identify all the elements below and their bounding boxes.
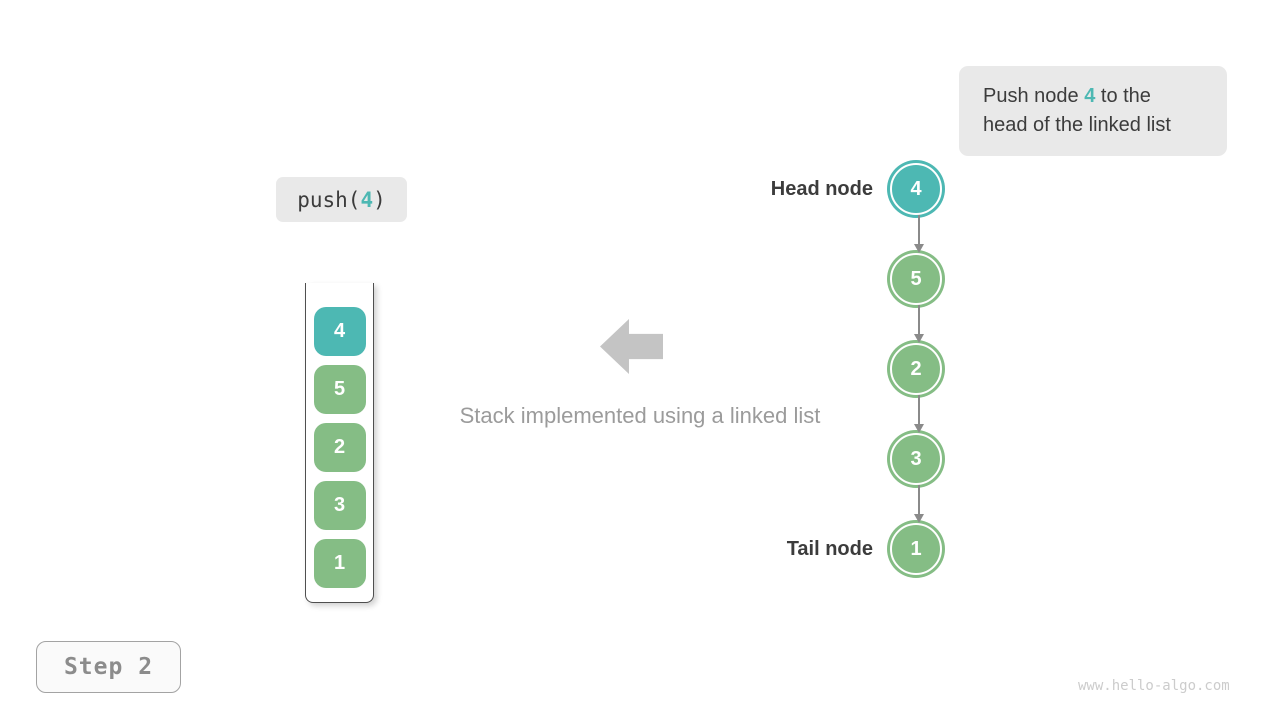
arrow-stem	[918, 395, 920, 425]
arrow-down-icon	[914, 215, 924, 253]
list-node-5: 5	[890, 253, 942, 305]
note-box: Push node 4 to the head of the linked li…	[959, 66, 1227, 156]
arrow-head	[914, 244, 924, 253]
note-line-2: head of the linked list	[983, 114, 1171, 136]
linked-list-row: Tail node 1	[713, 523, 942, 575]
step-badge: Step 2	[36, 641, 181, 693]
note-line1-value: 4	[1084, 85, 1096, 107]
operation-box: push(4)	[276, 177, 407, 222]
stack-item-2: 2	[313, 423, 366, 472]
operation-prefix: push(	[297, 187, 361, 212]
list-node-2: 2	[890, 343, 942, 395]
left-block-arrow-icon	[600, 319, 663, 374]
arrow-head	[914, 334, 924, 343]
arrow-stem	[918, 305, 920, 335]
note-line1-suffix: to the	[1095, 85, 1151, 107]
stack-item-5: 5	[313, 365, 366, 414]
watermark: www.hello-algo.com	[1078, 678, 1230, 694]
diagram-caption: Stack implemented using a linked list	[459, 403, 821, 428]
stack-item-3: 3	[313, 481, 366, 530]
stack-item-4: 4	[313, 307, 366, 356]
stack-container: 4 5 2 3 1	[305, 283, 374, 603]
stack-item-1: 1	[313, 539, 366, 588]
arrow-head	[914, 514, 924, 523]
operation-value: 4	[360, 187, 374, 212]
linked-list: Head node 4 5 2 3 Tail node 1	[713, 163, 942, 575]
head-node-label: Head node	[770, 177, 873, 200]
arrow-stem	[918, 485, 920, 515]
linked-list-row: 2	[713, 343, 942, 395]
operation-suffix: )	[373, 187, 386, 212]
list-node-1: 1	[890, 523, 942, 575]
arrow-head	[914, 424, 924, 433]
note-line1-prefix: Push node	[983, 85, 1085, 107]
arrow-stem	[918, 215, 920, 245]
note-line-1: Push node 4 to the	[983, 82, 1209, 111]
list-node-3: 3	[890, 433, 942, 485]
arrow-down-icon	[914, 305, 924, 343]
linked-list-row: Head node 4	[713, 163, 942, 215]
arrow-down-icon	[914, 485, 924, 523]
tail-node-label: Tail node	[786, 537, 873, 560]
linked-list-row: 5	[713, 253, 942, 305]
linked-list-row: 3	[713, 433, 942, 485]
arrow-down-icon	[914, 395, 924, 433]
list-node-4: 4	[890, 163, 942, 215]
